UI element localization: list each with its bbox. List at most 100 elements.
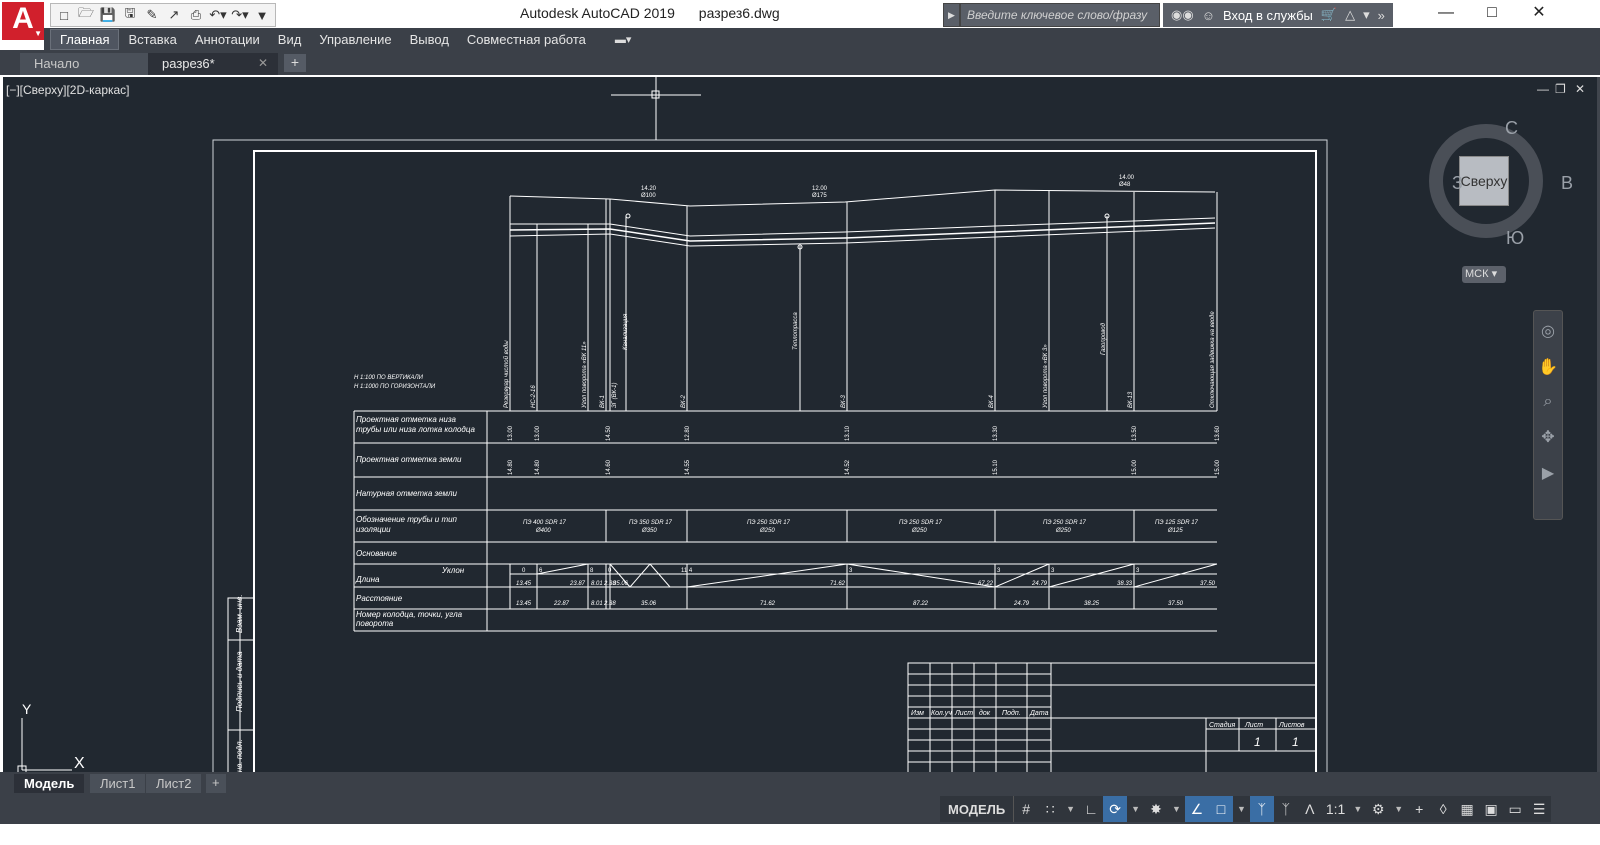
row-label: Натурная отметка земли [356, 489, 457, 498]
plus-icon[interactable]: + [1415, 801, 1424, 817]
status-bar: МОДЕЛЬ # ∷ ▼ ∟ ⟳ ▼ ✸ ▼ ∠ □ ▼ ᛉ ᛉ Λ 1:1 ▼… [0, 794, 1600, 824]
ribbon-toggle-icon[interactable]: ▬▾ [614, 33, 632, 46]
more-icon[interactable]: » [1377, 7, 1385, 23]
app-menu-button[interactable]: A ▼ [2, 2, 44, 40]
drawing-canvas[interactable] [3, 77, 1597, 772]
tab-manage[interactable]: Управление [319, 31, 392, 47]
isodraft-icon[interactable]: ✸ [1150, 800, 1162, 817]
clean-screen-icon[interactable]: ▣ [1484, 800, 1498, 817]
tab-layout2[interactable]: Лист2 [146, 774, 202, 793]
tab-collaborate[interactable]: Совместная работа [466, 31, 586, 47]
slope-value: 3 [1136, 568, 1140, 574]
viewcube-top-face[interactable]: Сверху [1459, 156, 1509, 206]
add-layout-icon[interactable]: + [206, 774, 226, 793]
scrollbar-vertical[interactable] [1597, 77, 1600, 772]
workspace-menu-icon[interactable]: ▼ [1394, 804, 1404, 814]
side-label-replace: Взам. инв. [235, 594, 244, 633]
row-label: Проектная отметка земли [356, 455, 462, 464]
binoculars-icon[interactable]: ◉◉ [1171, 7, 1194, 22]
station-name: Угол поворота «ВК 11» [582, 341, 588, 409]
tab-view[interactable]: Вид [277, 31, 302, 47]
compass-east[interactable]: В [1561, 173, 1574, 193]
stamp-sheets: Листов [1278, 722, 1305, 729]
redo-icon[interactable]: ↷▾ [231, 7, 249, 22]
showmotion-icon[interactable]: ▶ [1541, 465, 1555, 482]
publish-icon[interactable]: ✎ [146, 7, 158, 22]
viewport-restore-icon[interactable]: ❐ [1555, 82, 1566, 96]
steering-wheel-icon[interactable]: ◎ [1541, 323, 1555, 340]
print-icon[interactable]: ⎙ [190, 7, 202, 22]
isodraft-menu-icon[interactable]: ▼ [1172, 804, 1181, 814]
doctab-start-label: Начало [34, 56, 80, 71]
compass-west[interactable]: З [1452, 173, 1463, 193]
help-icon[interactable]: ▾ [1363, 7, 1370, 22]
undo-icon[interactable]: ↶▾ [209, 7, 227, 22]
callout-3-elev: 14.00 [1119, 175, 1135, 181]
autodesk-a360-icon[interactable]: △ [1345, 7, 1356, 22]
fullscreen-icon[interactable]: ▭ [1508, 800, 1522, 817]
customize-status-icon[interactable]: ☰ [1532, 800, 1546, 817]
pipe-dia: Ø350 [641, 528, 657, 534]
tab-layout1[interactable]: Лист1 [90, 774, 146, 793]
auto-scale-icon[interactable]: ᛉ [1281, 801, 1291, 817]
model-space-button[interactable]: МОДЕЛЬ [940, 796, 1015, 822]
tab-insert[interactable]: Вставка [128, 31, 177, 47]
viewport-minimize-icon[interactable]: — [1537, 82, 1549, 96]
share-icon[interactable]: ↗ [168, 7, 180, 22]
object-snap-tracking-icon[interactable]: ∠ [1184, 796, 1209, 822]
doctab-close-icon[interactable]: ✕ [257, 56, 268, 70]
search-input[interactable]: Введите ключевое слово/фразу [960, 3, 1160, 27]
polar-tracking-icon[interactable]: ⟳ [1103, 796, 1128, 822]
polar-menu-icon[interactable]: ▼ [1131, 804, 1141, 814]
close-icon[interactable]: ✕ [1532, 4, 1546, 21]
snap-icon[interactable]: ∷ [1045, 800, 1055, 817]
maximize-icon[interactable]: □ [1487, 4, 1497, 21]
row-label: Проектная отметка низа [356, 415, 456, 424]
new-file-icon[interactable]: □ [60, 7, 68, 23]
viewport-close-icon[interactable]: ✕ [1575, 82, 1586, 96]
distance-value: 71.62 [760, 601, 776, 607]
viewport-controls[interactable]: [−][Сверху][2D-каркас] [6, 83, 130, 97]
search-expand-icon[interactable]: ▶ [943, 3, 960, 27]
isolate-objects-icon[interactable]: ◊ [1439, 801, 1447, 817]
customize-qat-icon[interactable]: ▼ [255, 7, 269, 23]
doctab-start[interactable]: Начало [20, 53, 148, 75]
row-label: Основание [356, 549, 397, 558]
doctab-active[interactable]: разрез6* ✕ [148, 53, 278, 75]
tab-home[interactable]: Главная [50, 28, 120, 50]
tab-annotate[interactable]: Аннотации [194, 31, 260, 47]
cart-icon[interactable]: 🛒 [1320, 7, 1338, 22]
grid-icon[interactable]: # [1022, 801, 1031, 817]
signin-button[interactable]: Вход в службы [1222, 7, 1313, 23]
zoom-icon[interactable]: ⌕ [1543, 393, 1553, 410]
pan-hand-icon[interactable]: ✋ [1538, 359, 1558, 376]
wcs-menu-button[interactable]: МСК ▾ [1462, 266, 1506, 283]
tab-output[interactable]: Вывод [409, 31, 449, 47]
tab-model[interactable]: Модель [14, 774, 85, 793]
open-folder-icon[interactable]: 🗁 [77, 5, 95, 20]
hardware-acceleration-icon[interactable]: ▦ [1460, 800, 1474, 817]
orbit-icon[interactable]: ✥ [1541, 429, 1555, 446]
pipe-spec: ПЭ 125 SDR 17 [1155, 520, 1199, 526]
stamp-header: Дата [1029, 710, 1049, 717]
scale-menu-icon[interactable]: ▼ [1353, 804, 1363, 814]
new-tab-icon[interactable]: + [284, 54, 306, 72]
ortho-icon[interactable]: ∟ [1084, 801, 1098, 817]
annotation-scale-icon[interactable]: Λ [1305, 801, 1315, 817]
stamp-header: Лист [954, 710, 973, 717]
length-value: 35.06 [613, 581, 629, 587]
compass-north[interactable]: С [1505, 118, 1518, 138]
osnap-menu-icon[interactable]: ▼ [1236, 804, 1246, 814]
snap-menu-icon[interactable]: ▼ [1066, 804, 1076, 814]
save-as-icon[interactable]: 🖫 [124, 5, 136, 20]
object-snap-icon[interactable]: □ [1208, 796, 1233, 822]
chevron-down-icon: ▾ [1491, 268, 1498, 280]
scale-button[interactable]: 1:1 [1325, 801, 1346, 817]
save-icon[interactable]: 💾 [99, 7, 117, 22]
annotation-visibility-icon[interactable]: ᛉ [1249, 796, 1274, 822]
minimize-icon[interactable]: — [1438, 4, 1454, 21]
slope-value: 11 4 [681, 568, 693, 574]
user-icon[interactable]: ☺ [1201, 7, 1215, 23]
workspace-gear-icon[interactable]: ⚙ [1371, 800, 1385, 817]
compass-south[interactable]: Ю [1506, 228, 1525, 248]
